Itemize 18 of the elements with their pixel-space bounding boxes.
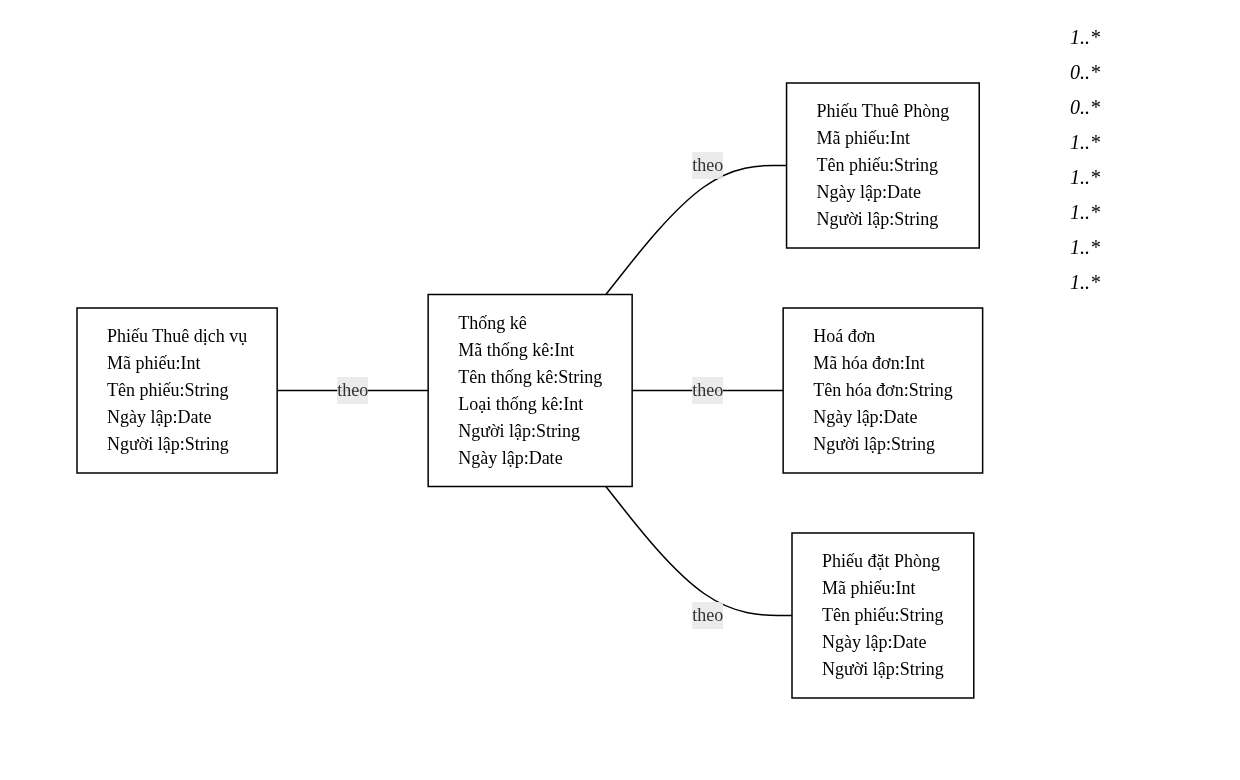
multiplicity-label: 1..* xyxy=(1070,271,1100,294)
node-box: Phiếu Thuê Phòng Mã phiếu:Int Tên phiếu:String Ngày lập:Date Người lập:String xyxy=(786,81,981,249)
multiplicity-label: 1..* xyxy=(1070,166,1100,189)
node-box: Thống kê Mã thống kê:Int Tên thống kê:String Loại thống kê:Int Người lập:String Ngày lập:Date xyxy=(427,293,634,487)
multiplicity-label: 1..* xyxy=(1070,201,1100,224)
node-box: Phiếu đặt Phòng Mã phiếu:Int Tên phiếu:String Ngày lập:Date Người lập:String xyxy=(791,531,975,699)
node-box: Phiếu Thuê dịch vụ Mã phiếu:Int Tên phiếu:String Ngày lập:Date Người lập:String xyxy=(76,306,279,474)
edge-label: theo xyxy=(692,604,724,625)
multiplicity-label: 1..* xyxy=(1070,26,1100,49)
multiplicity-label: 0..* xyxy=(1070,61,1100,84)
multiplicity-label: 1..* xyxy=(1070,131,1100,154)
edge-label: theo xyxy=(337,379,369,400)
multiplicity-label: 1..* xyxy=(1070,236,1100,259)
node-box: Hoá đơn Mã hóa đơn:Int Tên hóa đơn:String Ngày lập:Date Người lập:String xyxy=(782,306,984,474)
multiplicity-label: 0..* xyxy=(1070,96,1100,119)
edge-label: theo xyxy=(692,379,724,400)
connector xyxy=(605,485,793,616)
edge-label: theo xyxy=(692,154,724,175)
